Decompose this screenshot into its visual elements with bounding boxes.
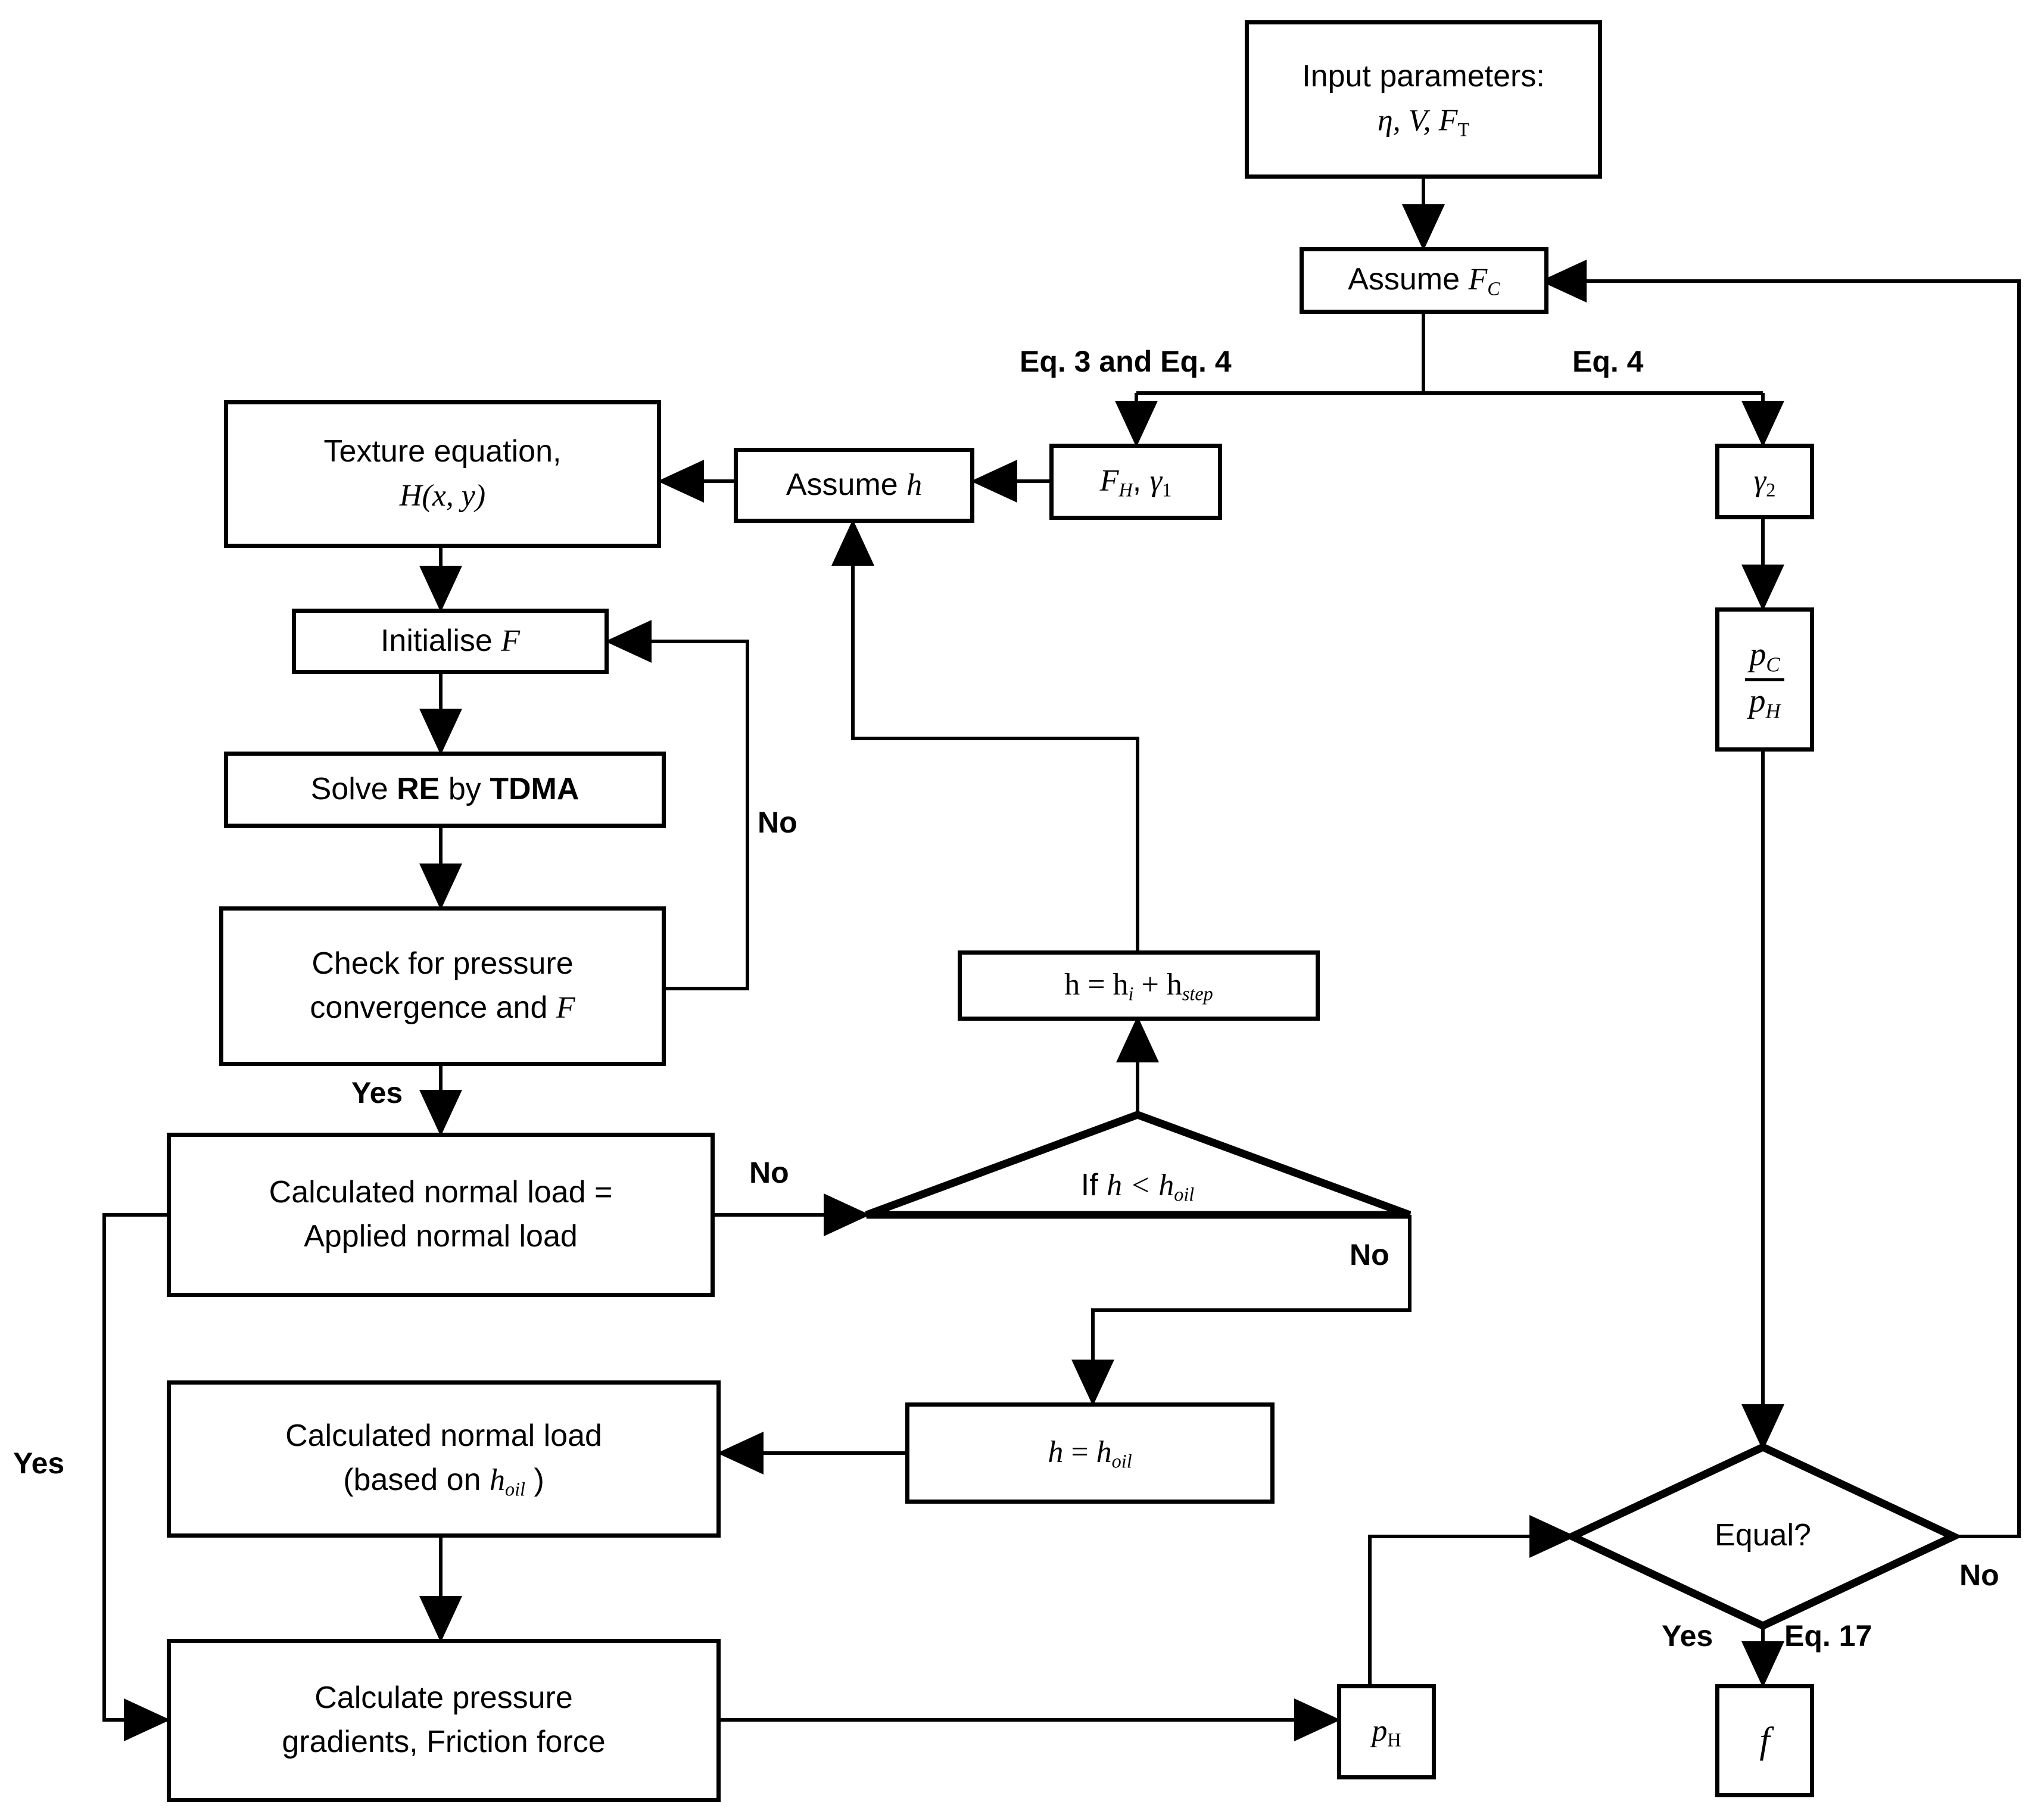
fh-gamma1-label: FH, γ1 <box>1099 463 1172 501</box>
node-gamma2[interactable]: γ2 <box>1715 444 1814 519</box>
node-calculated-equals-applied-load[interactable]: Calculated normal load = Applied normal … <box>167 1133 715 1297</box>
node-texture-equation[interactable]: Texture equation, H(x, y) <box>224 400 661 548</box>
check-convergence-line2: convergence and F <box>310 990 575 1025</box>
assume-fc-label: Assume FC <box>1348 262 1500 300</box>
edge-label-eq17: Eq. 17 <box>1784 1619 1872 1653</box>
edge-label-no-equal: No <box>1959 1558 1999 1592</box>
fraction-bar <box>1745 678 1784 681</box>
node-fh-gamma1[interactable]: FH, γ1 <box>1049 444 1222 520</box>
edge-label-eq4: Eq. 4 <box>1572 345 1644 378</box>
node-assume-fc[interactable]: Assume FC <box>1300 247 1548 314</box>
h-equals-hoil-label: h = hoil <box>1048 1435 1132 1472</box>
node-p-h[interactable]: pH <box>1337 1684 1436 1779</box>
edge-label-eq3-and-eq4: Eq. 3 and Eq. 4 <box>1020 345 1232 378</box>
calc-load-hoil-line1: Calculated normal load <box>285 1419 602 1454</box>
node-pc-over-ph[interactable]: pC pH <box>1715 607 1814 752</box>
node-calculate-pressure-gradients[interactable]: Calculate pressure gradients, Friction f… <box>167 1639 721 1802</box>
p-h-label: pH <box>1372 1714 1401 1751</box>
node-h-step-update[interactable]: h = hi + hstep <box>958 950 1320 1021</box>
gamma2-label: γ2 <box>1753 463 1776 501</box>
decision-equal-label: Equal? <box>1715 1518 1811 1553</box>
calc-load-hoil-line2: (based on hoil ) <box>343 1463 544 1500</box>
calc-pressure-line1: Calculate pressure <box>314 1681 573 1716</box>
node-check-pressure-convergence[interactable]: Check for pressure convergence and F <box>219 906 666 1066</box>
edge-label-yes-equal: Yes <box>1662 1619 1713 1653</box>
calc-load-line2: Applied normal load <box>304 1219 578 1254</box>
check-convergence-line1: Check for pressure <box>311 946 574 981</box>
texture-equation-line2: H(x, y) <box>399 479 486 513</box>
node-calculated-load-based-hoil[interactable]: Calculated normal load (based on hoil ) <box>167 1380 721 1538</box>
edge-label-no-load-check: No <box>749 1156 789 1189</box>
edge-label-no-convergence: No <box>758 806 797 839</box>
texture-equation-line1: Texture equation, <box>323 434 562 469</box>
edge-label-no-h-check: No <box>1350 1238 1389 1271</box>
node-assume-h[interactable]: Assume h <box>734 448 974 523</box>
decision-if-h-lt-hoil-label: If h < hoil <box>1080 1168 1195 1205</box>
assume-h-label: Assume h <box>786 467 923 503</box>
initialise-f-label: Initialise F <box>380 624 521 659</box>
solve-re-tdma-label: Solve RE by TDMA <box>310 772 579 807</box>
node-initialise-f[interactable]: Initialise F <box>292 609 609 674</box>
input-parameters-line1: Input parameters: <box>1302 59 1545 94</box>
node-h-equals-hoil[interactable]: h = hoil <box>905 1402 1275 1504</box>
input-parameters-line2: η, V, FT <box>1377 104 1470 141</box>
friction-coefficient-label: f <box>1759 1720 1770 1761</box>
calc-load-line1: Calculated normal load = <box>269 1175 613 1210</box>
node-input-parameters[interactable]: Input parameters: η, V, FT <box>1245 20 1602 179</box>
node-friction-coefficient[interactable]: f <box>1715 1684 1814 1797</box>
edge-label-yes-convergence: Yes <box>351 1076 403 1109</box>
calc-pressure-line2: gradients, Friction force <box>282 1725 606 1759</box>
pc-ph-fraction: pC pH <box>1745 637 1784 722</box>
edge-label-yes-load-loop: Yes <box>13 1447 65 1480</box>
fraction-numerator: pC <box>1749 635 1780 677</box>
h-step-update-label: h = hi + hstep <box>1064 968 1213 1005</box>
fraction-denominator: pH <box>1749 682 1781 722</box>
node-solve-re-tdma[interactable]: Solve RE by TDMA <box>224 752 666 828</box>
